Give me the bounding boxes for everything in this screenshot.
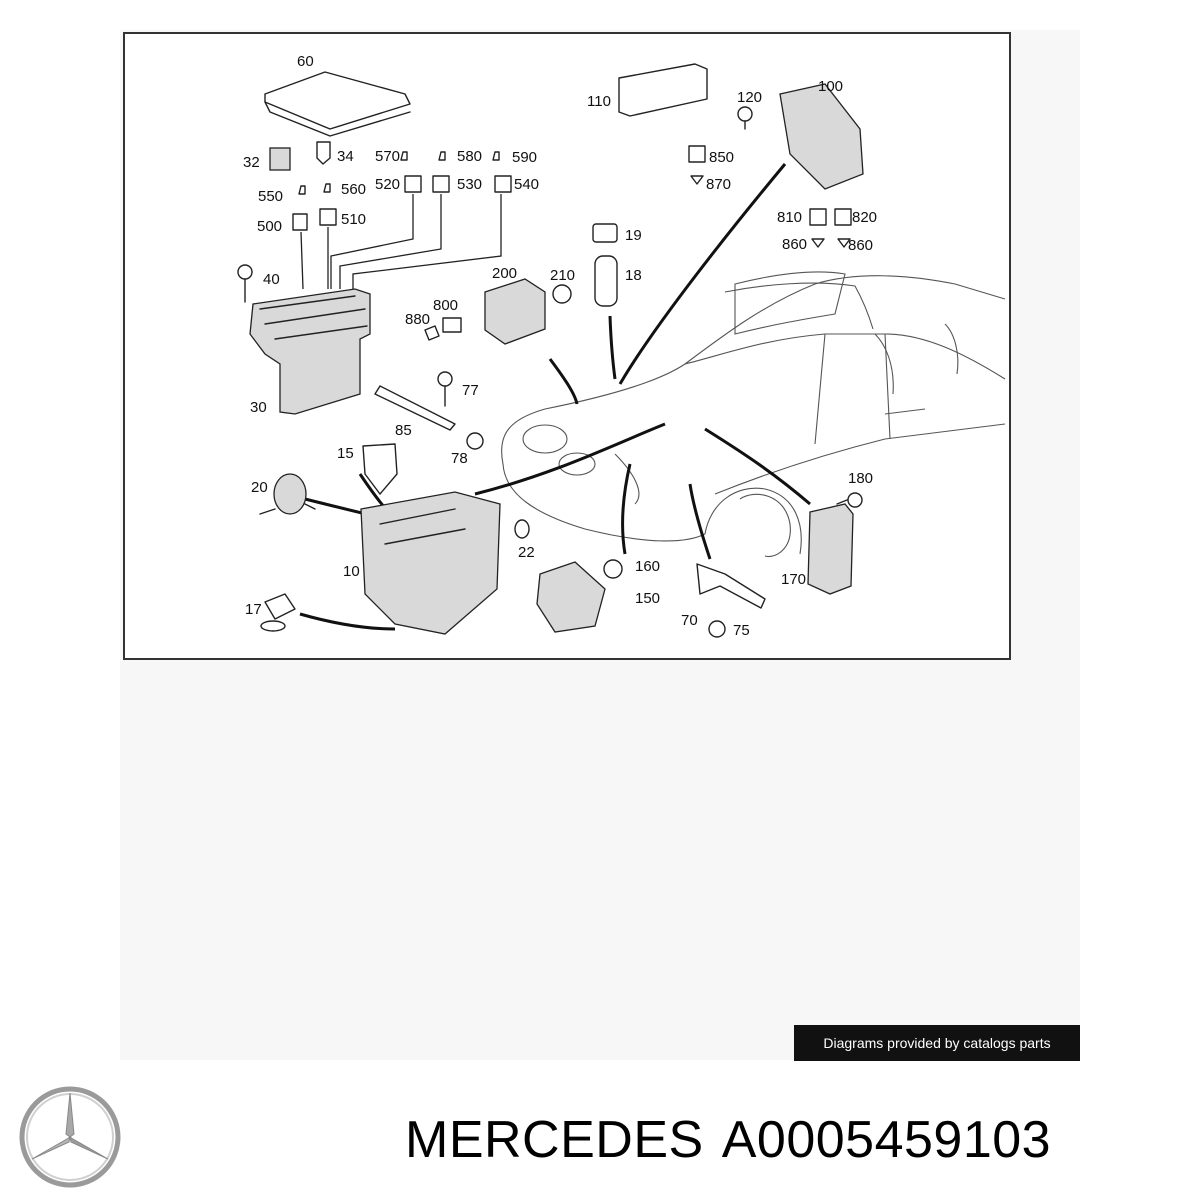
label-580: 580: [457, 148, 482, 165]
label-120: 120: [737, 89, 762, 106]
label-170: 170: [781, 571, 806, 588]
label-510: 510: [341, 211, 366, 228]
label-32: 32: [243, 154, 260, 171]
mercedes-star-icon: [19, 1086, 121, 1188]
label-500: 500: [257, 218, 282, 235]
label-30: 30: [250, 399, 267, 416]
label-78: 78: [451, 450, 468, 467]
label-530: 530: [457, 176, 482, 193]
label-100: 100: [818, 78, 843, 95]
label-40: 40: [263, 271, 280, 288]
credit-banner: Diagrams provided by catalogs parts: [794, 1025, 1080, 1061]
label-180: 180: [848, 470, 873, 487]
label-20: 20: [251, 479, 268, 496]
label-19: 19: [625, 227, 642, 244]
label-880: 880: [405, 311, 430, 328]
label-860-right: 860: [848, 237, 873, 254]
label-210: 210: [550, 267, 575, 284]
diagram-drawing: 60 32 34 570 580 590 520 530 540 550 560…: [237, 53, 1006, 639]
label-160: 160: [635, 558, 660, 575]
label-75: 75: [733, 622, 750, 639]
label-110: 110: [587, 93, 611, 110]
car-outline: [501, 271, 1006, 558]
label-18: 18: [625, 267, 642, 284]
label-34: 34: [337, 148, 354, 165]
product-title: MERCEDES A0005459103: [405, 1110, 1069, 1170]
label-85: 85: [395, 422, 412, 439]
label-820: 820: [852, 209, 877, 226]
label-200: 200: [492, 265, 517, 282]
label-15: 15: [337, 445, 354, 462]
part-number-labels: 60 32 34 570 580 590 520 530 540 550 560…: [243, 53, 877, 639]
label-10: 10: [343, 563, 360, 580]
part-number: A0005459103: [721, 1111, 1052, 1169]
label-560: 560: [341, 181, 366, 198]
label-22: 22: [518, 544, 535, 561]
label-870: 870: [706, 176, 731, 193]
label-540: 540: [514, 176, 539, 193]
parts: [237, 63, 864, 638]
label-60: 60: [297, 53, 314, 70]
label-520: 520: [375, 176, 400, 193]
label-800: 800: [433, 297, 458, 314]
label-70: 70: [681, 612, 698, 629]
label-17: 17: [245, 601, 262, 618]
label-150: 150: [635, 590, 660, 607]
brand-name: MERCEDES: [405, 1111, 704, 1169]
label-860-left: 860: [782, 236, 807, 253]
label-850: 850: [709, 149, 734, 166]
label-77: 77: [462, 382, 479, 399]
label-590: 590: [512, 149, 537, 166]
parts-diagram: 60 32 34 570 580 590 520 530 540 550 560…: [123, 32, 1011, 660]
label-550: 550: [258, 188, 283, 205]
label-810: 810: [777, 209, 802, 226]
label-570: 570: [375, 148, 400, 165]
